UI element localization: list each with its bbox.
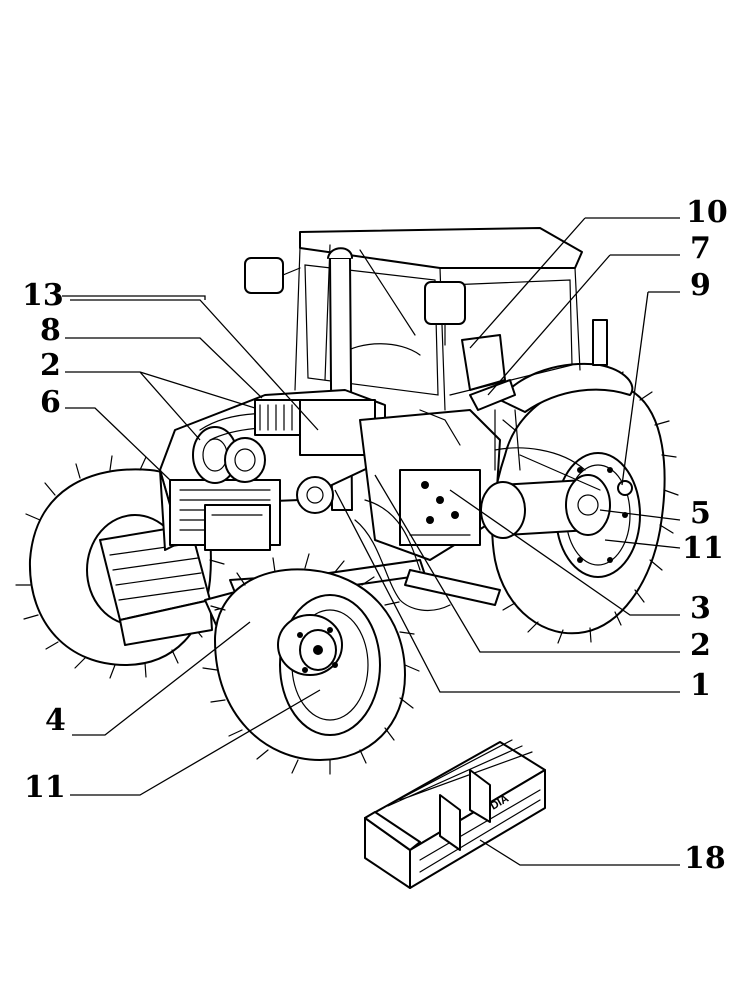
callout-6: 6 bbox=[40, 385, 61, 420]
callout-9: 9 bbox=[690, 268, 711, 303]
engine bbox=[159, 389, 386, 551]
callout-2-right: 2 bbox=[690, 628, 711, 663]
callout-13: 13 bbox=[22, 278, 64, 313]
callout-3: 3 bbox=[690, 591, 711, 626]
callout-4: 4 bbox=[45, 703, 66, 738]
callout-10: 10 bbox=[686, 195, 728, 230]
callout-11-left: 11 bbox=[24, 770, 66, 805]
leader-lines bbox=[62, 217, 681, 866]
callout-18: 18 bbox=[684, 841, 726, 876]
callout-8: 8 bbox=[40, 313, 61, 348]
callout-1: 1 bbox=[690, 668, 711, 703]
tractor-illustration bbox=[15, 227, 679, 775]
callout-11-right: 11 bbox=[682, 531, 724, 566]
callout-labels: 10 7 9 13 8 2 6 5 11 3 2 1 4 11 18 bbox=[22, 195, 728, 876]
cab bbox=[244, 227, 608, 511]
callout-2-left: 2 bbox=[40, 348, 61, 383]
rear-fender bbox=[499, 362, 634, 413]
front-right-wheel bbox=[202, 553, 420, 775]
transmission bbox=[244, 409, 501, 612]
crate-illustration: DIA bbox=[364, 739, 546, 889]
callout-7: 7 bbox=[690, 231, 711, 266]
rear-axle bbox=[419, 379, 633, 539]
callout-5: 5 bbox=[690, 496, 711, 531]
